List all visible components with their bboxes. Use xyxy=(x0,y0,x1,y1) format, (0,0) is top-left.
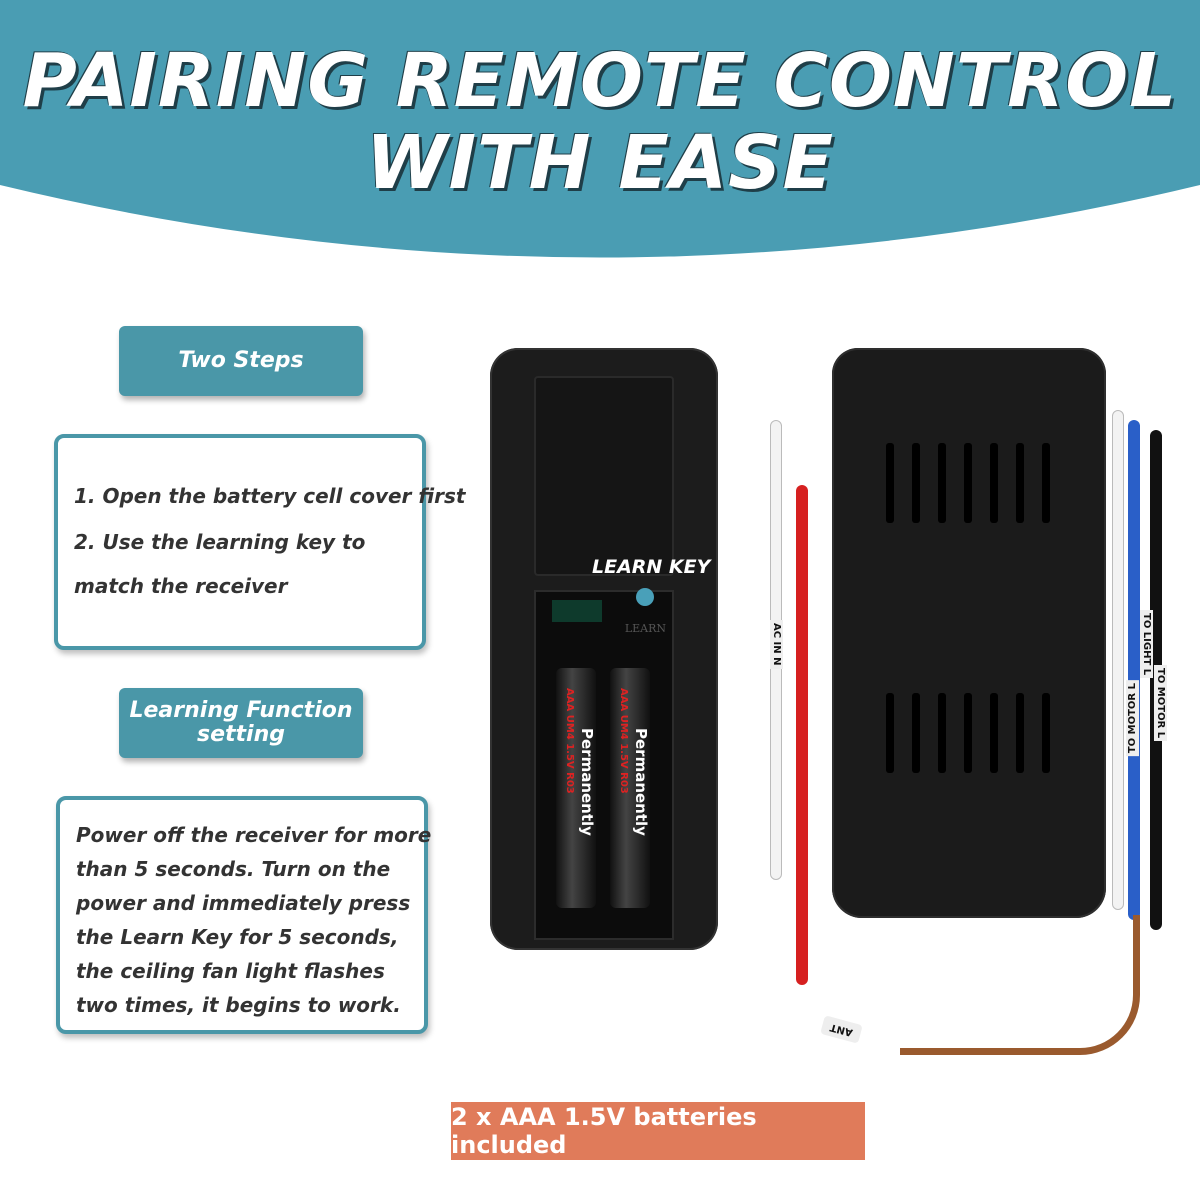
antenna-wire xyxy=(900,915,1140,1055)
wire-tag: TO MOTOR L xyxy=(1126,680,1139,757)
learning-text-line: two times, it begins to work. xyxy=(76,993,401,1017)
battery-brand: Permanently xyxy=(632,728,650,836)
learn-key-label: LEARN KEY xyxy=(592,556,711,578)
wire-tag: TO LIGHT L xyxy=(1140,610,1153,679)
step-2: 2. Use the learning key to xyxy=(74,530,366,554)
learning-function-box: Power off the receiver for more than 5 s… xyxy=(56,796,432,1034)
remote-control-image: LEARN xyxy=(490,348,718,950)
learning-label-line-1: Learning Function xyxy=(129,698,353,723)
battery-bay: LEARN xyxy=(534,590,674,940)
learning-text-line: than 5 seconds. Turn on the xyxy=(76,857,391,881)
title-line-1: PAIRING REMOTE CONTROL xyxy=(22,38,1178,124)
learn-key-button[interactable] xyxy=(636,588,654,606)
blue-wire xyxy=(1128,420,1140,920)
wire-tag: TO MOTOR L xyxy=(1154,665,1167,742)
learning-text-line: the ceiling fan light flashes xyxy=(76,959,385,983)
receiver-image xyxy=(832,348,1106,918)
learning-text-line: power and immediately press xyxy=(76,891,411,915)
antenna-tag: ANT xyxy=(820,1015,863,1044)
two-steps-label: Two Steps xyxy=(119,326,363,396)
learning-label-line-2: setting xyxy=(197,722,285,747)
battery-brand: Permanently xyxy=(578,728,596,836)
learning-function-label: Learning Function setting xyxy=(119,688,363,758)
white-wire xyxy=(1112,410,1124,910)
battery-spec: AAA UM4 1.5V R03 xyxy=(564,688,575,794)
title-line-2: WITH EASE xyxy=(366,120,834,206)
page-title: PAIRING REMOTE CONTROL WITH EASE xyxy=(0,40,1200,204)
header-banner xyxy=(0,0,1200,258)
learning-text-line: the Learn Key for 5 seconds, xyxy=(76,925,399,949)
battery-spec: AAA UM4 1.5V R03 xyxy=(618,688,629,794)
wire-tag: AC IN N xyxy=(770,620,783,669)
step-1: 1. Open the battery cell cover first xyxy=(74,484,466,508)
two-steps-box: 1. Open the battery cell cover first 2. … xyxy=(54,434,466,650)
red-wire xyxy=(796,485,808,985)
circuit-window xyxy=(552,600,602,622)
learn-imprint: LEARN xyxy=(624,622,666,635)
battery-note: 2 x AAA 1.5V batteries included xyxy=(451,1102,865,1160)
learning-text-line: Power off the receiver for more xyxy=(76,823,432,847)
battery-cover xyxy=(534,376,674,576)
step-2-cont: match the receiver xyxy=(74,574,288,598)
